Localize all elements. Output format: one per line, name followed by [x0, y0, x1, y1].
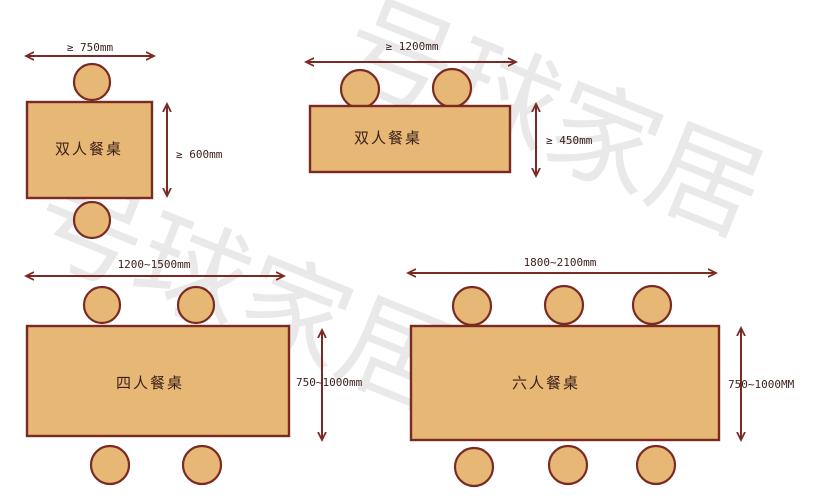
table-name-label: 四人餐桌 [116, 374, 184, 392]
table-top [308, 104, 512, 174]
chair [82, 285, 122, 325]
table-name-label: 双人餐桌 [55, 140, 123, 158]
chair [72, 62, 112, 102]
table-top [25, 324, 291, 438]
depth-dimension-label: 750~1000mm [296, 376, 363, 389]
table-top [409, 324, 721, 442]
chair [635, 444, 677, 486]
table-name-label: 六人餐桌 [512, 374, 580, 392]
chair [451, 285, 493, 327]
width-dimension-label: ≥ 1200mm [386, 40, 439, 53]
chair [547, 444, 589, 486]
table-top [25, 100, 154, 200]
depth-dimension-label: ≥ 450mm [546, 134, 593, 147]
chair [543, 284, 585, 326]
chair [339, 68, 381, 110]
depth-dimension-label: 750~1000MM [728, 378, 795, 391]
depth-dimension-label: ≥ 600mm [176, 148, 223, 161]
table-group-six: 1800~2100mm 六人餐桌 750~1000MM [408, 256, 795, 488]
table-group-four: 1200~1500mm 四人餐桌 750~1000mm [25, 258, 363, 486]
chair [453, 446, 495, 488]
chair [176, 285, 216, 325]
table-group-two-long: ≥ 1200mm 双人餐桌 ≥ 450mm [306, 40, 593, 176]
table-name-label: 双人餐桌 [354, 129, 422, 147]
width-dimension-label: 1800~2100mm [524, 256, 597, 269]
chair [89, 444, 131, 486]
width-dimension-label: 1200~1500mm [118, 258, 191, 271]
chair [631, 284, 673, 326]
chair [181, 444, 223, 486]
chair [72, 200, 112, 240]
width-dimension-label: ≥ 750mm [67, 41, 114, 54]
chair [431, 67, 473, 109]
table-group-two-square: ≥ 750mm 双人餐桌 ≥ 600mm [25, 41, 223, 240]
